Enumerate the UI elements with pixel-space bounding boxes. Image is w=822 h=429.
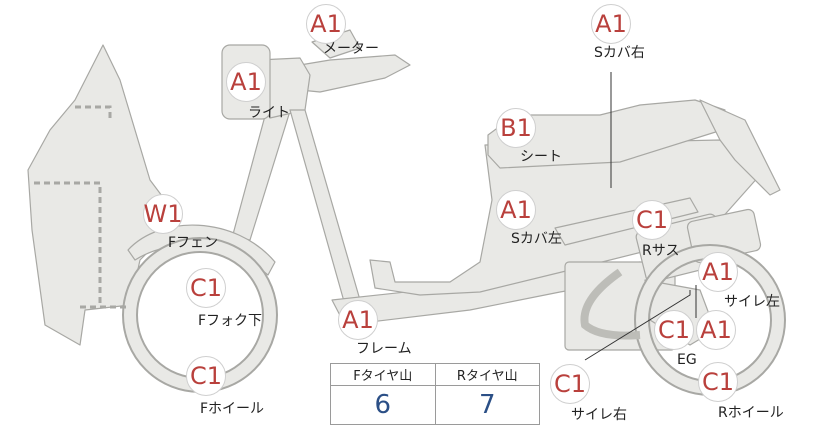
tire-tread-table: Fタイヤ山 Rタイヤ山 6 7 (330, 363, 540, 425)
body-cover-shape (369, 139, 761, 296)
label-r-wheel: Rホイール (718, 405, 784, 421)
label-meter: メーター (323, 41, 379, 57)
grade-engine-2: A1 (696, 310, 736, 350)
label-muffler-left: サイレ左 (724, 294, 780, 310)
grade-light: A1 (226, 62, 266, 102)
rear-tread-value: 7 (434, 385, 540, 425)
handlebar-shape (299, 54, 411, 93)
grade-seat: B1 (496, 108, 536, 148)
rear-fender-shape (699, 99, 781, 196)
label-s-cover-left: Sカバ左 (511, 231, 562, 247)
label-engine: EG (677, 352, 697, 368)
label-s-cover-right: Sカバ右 (594, 45, 645, 61)
label-seat: シート (520, 149, 562, 165)
grade-frame: A1 (338, 300, 378, 340)
grade-engine: C1 (654, 310, 694, 350)
grade-muffler-right: C1 (550, 364, 590, 404)
label-frame: フレーム (356, 341, 412, 357)
grade-s-cover-left: A1 (496, 190, 536, 230)
label-f-wheel: Fホイール (200, 401, 265, 417)
grade-r-wheel: C1 (698, 362, 738, 402)
belt-shape (580, 268, 641, 340)
front-tread-value: 6 (330, 385, 436, 425)
label-f-fender: Fフェン (168, 235, 219, 251)
label-muffler-right: サイレ右 (571, 407, 627, 423)
grade-meter: A1 (306, 4, 346, 44)
label-f-fork-lower: Fフォク下 (198, 313, 263, 329)
legshield-shape (27, 44, 181, 346)
front-tread-header: Fタイヤ山 (330, 363, 436, 386)
grade-f-wheel: C1 (186, 356, 226, 396)
grade-f-fork-lower: C1 (186, 268, 226, 308)
label-r-suspension: Rサス (642, 243, 680, 259)
rear-tread-header: Rタイヤ山 (434, 363, 540, 386)
seat-shape (487, 99, 726, 169)
grade-f-fender: W1 (143, 194, 183, 234)
label-light: ライト (248, 105, 290, 121)
grade-r-suspension: C1 (632, 200, 672, 240)
grade-s-cover-right: A1 (591, 4, 631, 44)
grade-muffler-left: A1 (698, 252, 738, 292)
frame-tube-shape (289, 109, 361, 306)
